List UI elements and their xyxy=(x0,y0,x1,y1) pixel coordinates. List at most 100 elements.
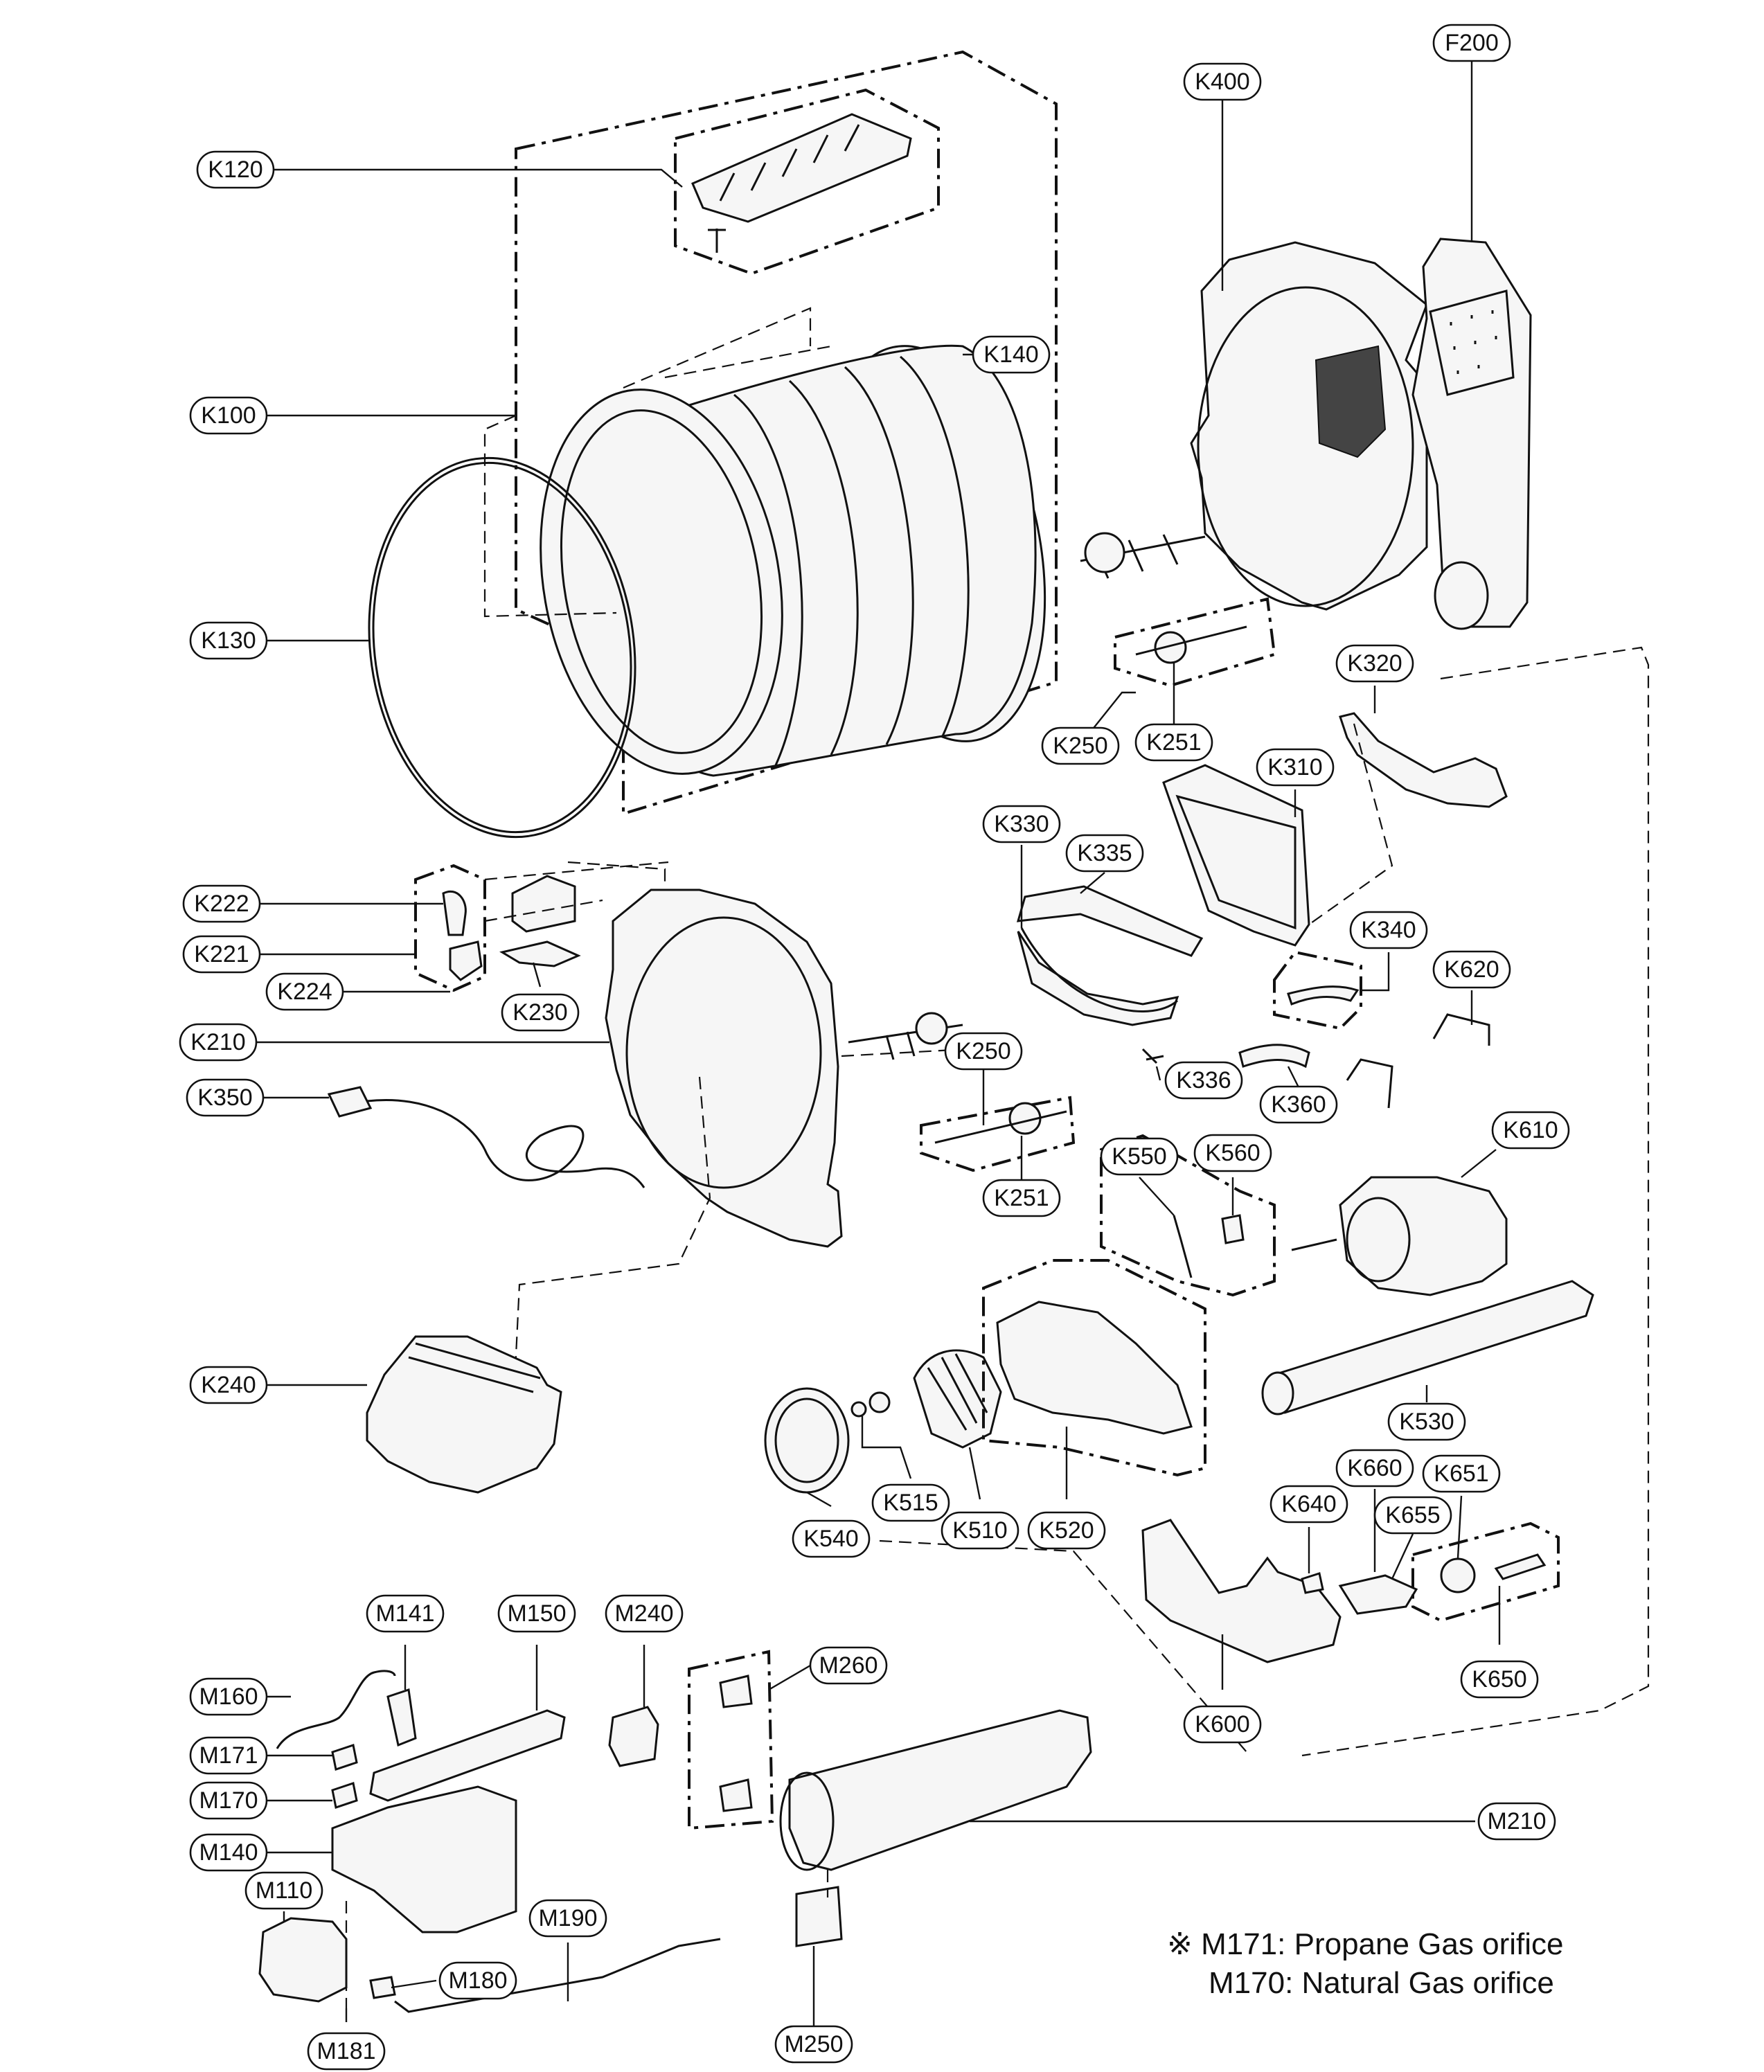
callout-oval xyxy=(497,1594,576,1633)
lamp-bracket-k230 xyxy=(499,940,581,967)
k120-group-outline xyxy=(674,88,940,276)
sensor-wire-m160 xyxy=(276,1670,396,1749)
washer-k515a xyxy=(850,1401,867,1418)
callout-m170: M170 xyxy=(189,1781,268,1820)
drum-front-rim xyxy=(540,388,783,775)
callout-label: K520 xyxy=(1039,1517,1094,1544)
callout-label: K140 xyxy=(983,341,1038,368)
callout-k520: K520 xyxy=(1027,1511,1106,1550)
callout-label: K360 xyxy=(1271,1091,1326,1118)
callout-k600: K600 xyxy=(1183,1705,1262,1744)
callout-k251b: K251 xyxy=(982,1179,1061,1217)
callout-label: K660 xyxy=(1347,1455,1402,1481)
burner-bracket-m140 xyxy=(331,1785,517,1933)
callout-k515: K515 xyxy=(871,1483,950,1522)
burner-tube-m150 xyxy=(369,1709,566,1802)
callout-label: K560 xyxy=(1205,1140,1260,1166)
switch-bracket-m240 xyxy=(608,1706,659,1767)
filter-seal-k340 xyxy=(1287,985,1360,1006)
callout-k400: K400 xyxy=(1183,62,1262,101)
idler-shaft-k650 xyxy=(1494,1553,1547,1580)
callout-label: K515 xyxy=(883,1490,938,1516)
callout-oval xyxy=(189,1833,268,1872)
callout-k210: K210 xyxy=(179,1023,258,1062)
leader-k360 xyxy=(1287,1066,1300,1088)
callout-oval xyxy=(189,396,268,435)
motor-group xyxy=(1141,1176,1594,1663)
filter-spring-k336 xyxy=(1141,1048,1164,1064)
k340-outline xyxy=(1273,950,1362,1030)
callout-k336: K336 xyxy=(1164,1061,1243,1100)
callout-label: M190 xyxy=(538,1905,597,1931)
callout-k222: K222 xyxy=(182,884,261,923)
k100-group-outline xyxy=(515,50,1058,816)
callout-k550: K550 xyxy=(1100,1137,1179,1176)
k520-outline xyxy=(982,1259,1206,1477)
filter-parts xyxy=(1016,646,1650,1757)
callout-label: K340 xyxy=(1361,917,1416,943)
callout-oval xyxy=(182,884,261,923)
lifter-ribs xyxy=(719,124,860,202)
lamp-cover xyxy=(511,875,576,933)
duct-k240-ribs xyxy=(408,1342,541,1393)
flame-sensor-m141 xyxy=(386,1688,417,1747)
callout-k530: K530 xyxy=(1387,1402,1466,1441)
callout-oval xyxy=(528,1899,607,1938)
lamp-guides xyxy=(484,861,669,922)
callout-oval xyxy=(1422,1454,1501,1493)
callout-oval xyxy=(1100,1137,1179,1176)
duct-k240 xyxy=(366,1335,562,1494)
callout-oval xyxy=(1269,1485,1348,1524)
drum-ribs xyxy=(733,355,970,766)
drive-belt-k130 xyxy=(368,456,636,839)
callout-k100: K100 xyxy=(189,396,268,435)
orifice-m170 xyxy=(331,1782,358,1809)
leader-k335 xyxy=(1080,872,1105,894)
clip-k360 xyxy=(1238,1044,1310,1069)
callout-k330: K330 xyxy=(982,805,1061,843)
callout-oval xyxy=(1134,723,1213,762)
callout-oval xyxy=(189,621,268,660)
lamp-group xyxy=(414,861,669,992)
callout-oval xyxy=(196,150,275,189)
seal-k540 xyxy=(764,1387,850,1494)
callout-label: K240 xyxy=(201,1372,256,1398)
callout-m150: M150 xyxy=(497,1594,576,1633)
switch-k640 xyxy=(1301,1572,1324,1594)
callout-label: K640 xyxy=(1281,1491,1336,1517)
callout-m190: M190 xyxy=(528,1899,607,1938)
leader-k515 xyxy=(861,1416,912,1479)
callout-k640: K640 xyxy=(1269,1485,1348,1524)
callout-oval xyxy=(809,1646,888,1685)
callout-label: M170 xyxy=(199,1787,258,1814)
bracket-m250 xyxy=(795,1886,843,1947)
gas-pipe-m190 xyxy=(394,1938,721,2013)
callout-k310: K310 xyxy=(1256,748,1335,787)
callout-label: K221 xyxy=(194,941,249,967)
callout-label: M140 xyxy=(199,1839,258,1866)
motor-tube-end xyxy=(1261,1371,1294,1415)
lamp-bulb-k222 xyxy=(442,890,467,936)
leader-k550 xyxy=(1139,1177,1175,1216)
callout-k610: K610 xyxy=(1491,1111,1570,1150)
roller-k251a-shaft xyxy=(1135,625,1247,656)
filter-housing-k320 xyxy=(1339,712,1508,808)
callout-k240: K240 xyxy=(189,1366,268,1404)
gas-burner-group xyxy=(258,1539,1247,2013)
callout-label: K335 xyxy=(1077,840,1132,866)
callout-m141: M141 xyxy=(366,1594,445,1633)
callout-oval xyxy=(944,1032,1023,1071)
callout-m180: M180 xyxy=(438,1961,517,2000)
note-propane: ※ M171: Propane Gas orifice xyxy=(1167,1927,1563,1961)
leader-k655 xyxy=(1391,1533,1414,1580)
callout-label: K310 xyxy=(1267,754,1322,780)
thermostat-m260a xyxy=(719,1674,753,1708)
callout-label: M141 xyxy=(375,1600,434,1627)
callout-oval xyxy=(1432,24,1511,62)
lint-filter-frame xyxy=(1175,794,1297,930)
callout-k540: K540 xyxy=(792,1519,871,1558)
callout-label: K100 xyxy=(201,402,256,429)
thermostat-m260b xyxy=(719,1778,753,1812)
leader-k610 xyxy=(1461,1149,1497,1178)
leader-k336 xyxy=(1155,1066,1161,1081)
